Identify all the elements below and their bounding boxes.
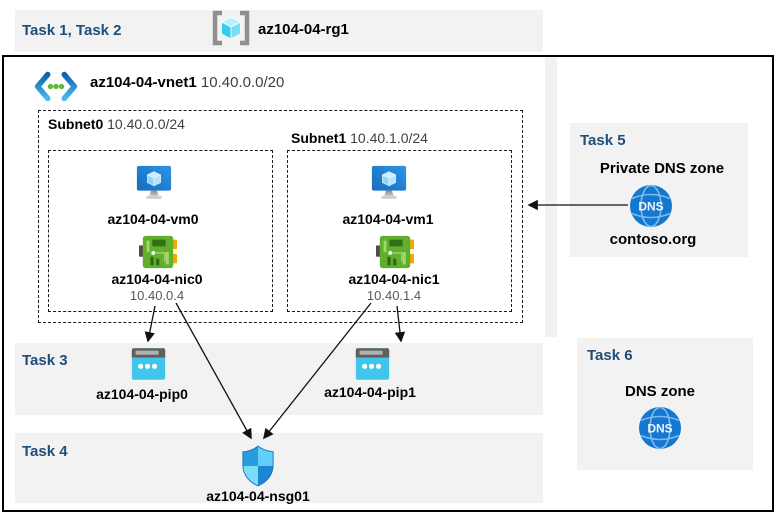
pip1-label: az104-04-pip1 bbox=[324, 384, 416, 400]
nsg-label: az104-04-nsg01 bbox=[206, 488, 310, 504]
resource-group-icon bbox=[212, 10, 250, 46]
diagram-frame bbox=[2, 55, 774, 512]
public-ip-icon bbox=[355, 348, 390, 380]
task-band-edge-strip bbox=[545, 57, 557, 337]
vm1-label: az104-04-vm1 bbox=[342, 211, 434, 227]
task-4-label: Task 4 bbox=[22, 443, 68, 460]
subnet0-box bbox=[48, 150, 273, 312]
task-3-label: Task 3 bbox=[22, 352, 68, 369]
dns-icon-text: DNS bbox=[638, 200, 663, 214]
nsg-shield-icon bbox=[242, 445, 274, 487]
task-5-label: Task 5 bbox=[580, 132, 626, 149]
dns-globe-icon: DNS bbox=[630, 184, 672, 228]
nic1-label: az104-04-nic1 bbox=[348, 271, 440, 287]
subnet1-cidr: 10.40.1.0/24 bbox=[350, 130, 428, 146]
nic-icon bbox=[376, 235, 414, 269]
dns-zone-title: DNS zone bbox=[624, 383, 696, 400]
nic0-label: az104-04-nic0 bbox=[111, 271, 203, 287]
nic1-ip: 10.40.1.4 bbox=[366, 288, 422, 303]
vm-icon bbox=[136, 165, 172, 199]
task-1-2-label: Task 1, Task 2 bbox=[22, 22, 122, 39]
nic0-ip: 10.40.0.4 bbox=[129, 288, 185, 303]
vm0-label: az104-04-vm0 bbox=[107, 211, 199, 227]
subnet1-label: Subnet1 10.40.1.0/24 bbox=[291, 130, 428, 146]
vnet-icon bbox=[34, 71, 78, 102]
task-1-2-band bbox=[15, 10, 543, 52]
dns-icon-text: DNS bbox=[647, 422, 672, 436]
public-ip-icon bbox=[131, 348, 166, 380]
task-6-label: Task 6 bbox=[587, 347, 633, 364]
vm-icon bbox=[371, 165, 407, 199]
private-dns-zone-name: contoso.org bbox=[609, 231, 697, 248]
vnet-name: az104-04-vnet1 bbox=[90, 74, 197, 91]
subnet0-name: Subnet0 bbox=[48, 116, 104, 132]
private-dns-zone-title: Private DNS zone bbox=[599, 160, 725, 177]
subnet1-name: Subnet1 bbox=[291, 130, 347, 146]
vnet-header: az104-04-vnet1 10.40.0.0/20 bbox=[90, 74, 284, 91]
subnet0-cidr: 10.40.0.0/24 bbox=[107, 116, 185, 132]
resource-group-name: az104-04-rg1 bbox=[258, 21, 349, 38]
pip0-label: az104-04-pip0 bbox=[96, 386, 188, 402]
subnet0-label: Subnet0 10.40.0.0/24 bbox=[48, 116, 185, 132]
vnet-cidr: 10.40.0.0/20 bbox=[200, 74, 285, 91]
nic-icon bbox=[139, 235, 177, 269]
dns-globe-icon: DNS bbox=[639, 406, 681, 450]
task-4-band bbox=[15, 433, 543, 503]
